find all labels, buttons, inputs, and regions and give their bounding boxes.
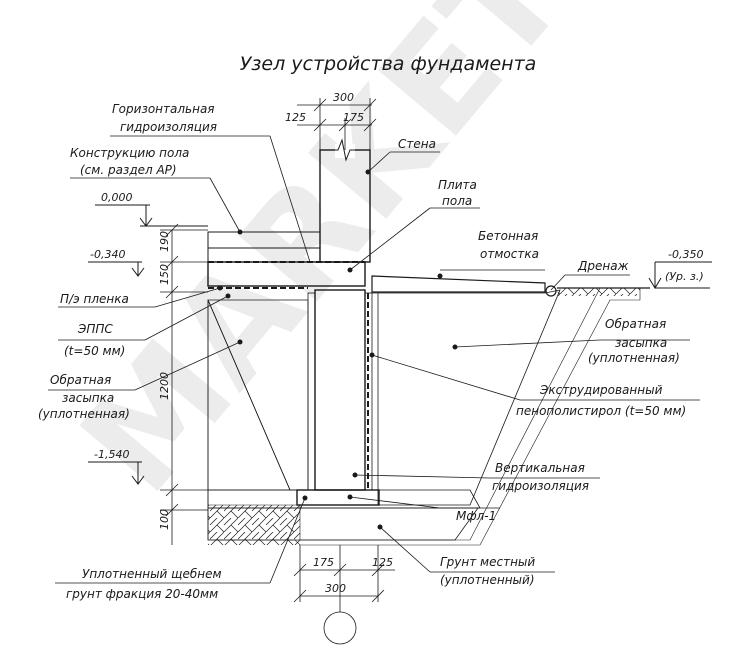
axis-marker (323, 575, 357, 645)
label-backfill-right-1: Обратная (605, 317, 666, 331)
label-backfill-right-2: засыпка (615, 336, 667, 350)
dim-150: 150 (158, 264, 171, 285)
label-floor-slab-1: Плита (438, 178, 477, 192)
label-native-soil-1: Грунт местный (440, 555, 535, 569)
label-horizontal-waterproofing-2: гидроизоляция (120, 120, 217, 134)
footing-mfl1 (296, 489, 380, 506)
label-backfill-right-3: (уплотненная) (588, 351, 680, 365)
level-marker-floor-bottom (88, 261, 145, 277)
label-horizontal-waterproofing-1: Горизонтальная (112, 102, 215, 116)
dim-top-total: 300 (333, 91, 354, 104)
top-dimensions (297, 98, 377, 150)
label-crushed-stone-2: грунт фракция 20-40мм (66, 587, 218, 601)
dim-100: 100 (158, 509, 171, 530)
dim-top-right: 175 (343, 111, 364, 124)
leader-dots (217, 169, 458, 530)
level-floor-bottom: -0,340 (90, 248, 125, 261)
label-vertical-waterproofing-1: Вертикальная (495, 461, 585, 475)
label-floor-slab-2: пола (442, 194, 472, 208)
label-xps-1: Экструдированный (539, 383, 663, 397)
label-backfill-left-1: Обратная (50, 373, 111, 387)
dim-bottom-right: 125 (372, 556, 393, 569)
label-backfill-left-2: засыпка (62, 391, 114, 405)
bottom-dimensions (293, 545, 395, 603)
label-drainage: Дренаж (577, 259, 629, 273)
label-crushed-stone-1: Уплотненный щебнем (82, 567, 222, 581)
level-marker-zero (95, 204, 208, 227)
label-footing: Мфл-1 (456, 509, 496, 523)
concrete-blind-area (371, 275, 650, 297)
label-blind-area-1: Бетонная (478, 229, 538, 243)
dim-190: 190 (158, 231, 171, 252)
leader-lines (48, 135, 700, 584)
label-wall: Стена (398, 137, 436, 151)
level-ground: -0,350 (668, 248, 703, 261)
label-blind-area-2: отмостка (480, 247, 539, 261)
label-backfill-left-3: (уплотненная) (38, 407, 130, 421)
label-vertical-waterproofing-2: гидроизоляция (492, 479, 589, 493)
dim-bottom-total: 300 (325, 582, 346, 595)
label-epps-1: ЭППС (77, 322, 113, 336)
dim-top-left: 125 (285, 111, 306, 124)
label-pe-film: П/э пленка (60, 292, 129, 306)
level-marker-footing-bottom (88, 461, 145, 485)
level-ground-note: (Ур. з.) (665, 270, 704, 283)
drawing-title: Узел устройства фундамента (240, 53, 537, 75)
label-epps-2: (t=50 мм) (64, 344, 125, 358)
level-zero: 0,000 (101, 191, 133, 204)
level-marker-ground (648, 261, 712, 289)
foundation-wall (307, 289, 373, 491)
level-footing-bottom: -1,540 (94, 448, 129, 461)
dim-bottom-left: 175 (313, 556, 334, 569)
label-floor-construction-1: Конструкцию пола (70, 146, 189, 160)
label-floor-construction-2: (см. раздел АР) (80, 163, 177, 177)
dim-1200: 1200 (158, 372, 171, 400)
vertical-dimensions (160, 223, 208, 545)
label-native-soil-2: (уплотненный) (440, 573, 535, 587)
label-xps-2: пенополистирол (t=50 мм) (516, 404, 686, 418)
backfill-right-zone (370, 289, 561, 506)
